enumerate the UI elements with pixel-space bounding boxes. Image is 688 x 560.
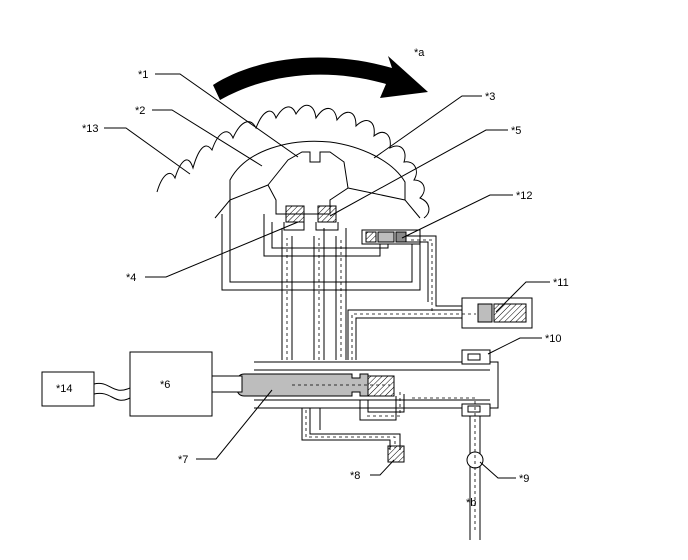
callout-labels: *1 *2 *13 *a *3 *5 *12 *4 *11 *10 *14 *6…	[56, 47, 569, 509]
label-11: *11	[553, 277, 569, 289]
label-10: *10	[545, 333, 562, 345]
label-12: *12	[516, 190, 533, 202]
leader-lines	[104, 73, 550, 479]
return-springs	[285, 205, 337, 223]
label-a: *a	[414, 47, 425, 59]
oil-passages	[221, 200, 421, 360]
label-6: *6	[160, 379, 170, 391]
label-9: *9	[519, 473, 529, 485]
label-5: *5	[511, 125, 521, 137]
label-7: *7	[178, 454, 188, 466]
oil-control-valve	[235, 349, 499, 417]
label-14: *14	[56, 383, 73, 395]
label-1: *1	[138, 69, 148, 81]
label-b: *b	[466, 497, 476, 509]
label-4: *4	[126, 272, 136, 284]
solenoid	[41, 351, 243, 417]
label-13: *13	[82, 123, 99, 135]
sprocket	[156, 104, 430, 219]
lower-passages	[301, 392, 484, 540]
lock-pin	[361, 229, 437, 302]
label-3: *3	[485, 91, 495, 103]
rotation-arrow	[213, 56, 428, 100]
label-8: *8	[350, 470, 360, 482]
accumulator-valve	[347, 297, 533, 360]
label-2: *2	[135, 105, 145, 117]
